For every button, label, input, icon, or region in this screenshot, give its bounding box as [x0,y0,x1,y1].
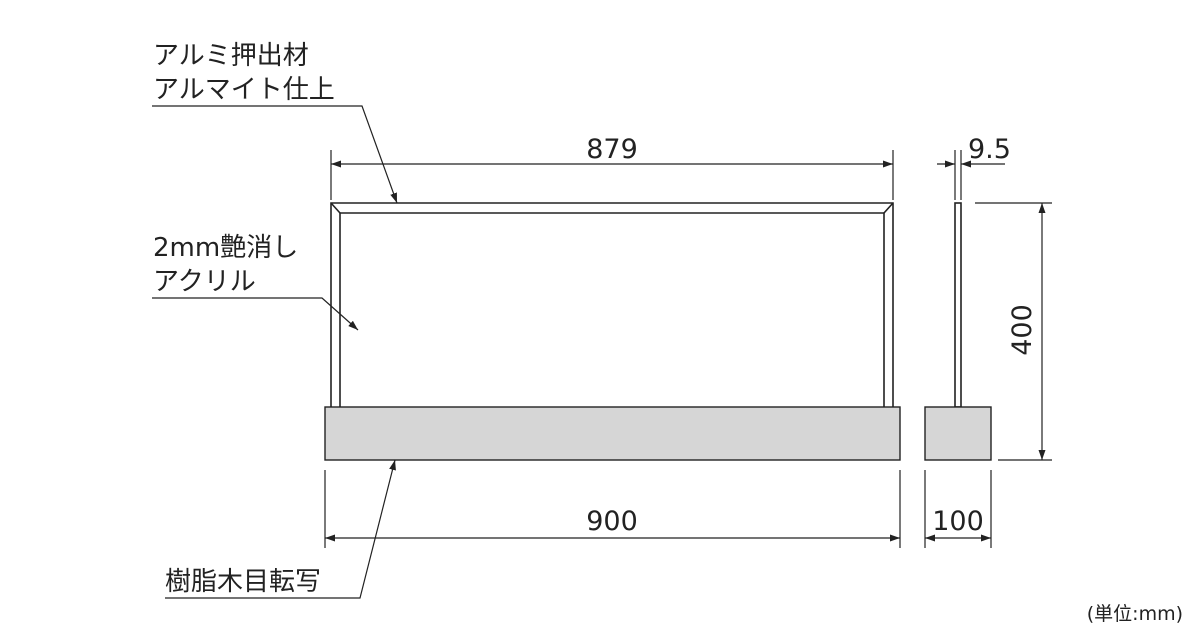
dim-400-label: 400 [1007,304,1038,356]
dim-9-5-label: 9.5 [968,134,1011,165]
acrylic-label-line1: 2mm艶消し [153,233,298,263]
base-front [324,406,901,461]
acrylic-leader [152,297,359,331]
dim-900-label: 900 [586,506,638,537]
unit-note: (単位:mm) [1087,603,1183,625]
frame-leader [152,105,398,204]
aluminium-frame [330,202,894,407]
acrylic-label-line2: アクリル [153,267,256,297]
front-view [324,202,901,461]
base-side [924,406,992,461]
dimension-lines [324,150,1052,548]
leader-lines [152,105,398,599]
side-view [924,202,992,461]
panel-side [954,202,962,408]
base-label: 樹脂木目転写 [165,567,321,597]
frame-label-line2: アルマイト仕上 [153,75,335,105]
frame-label-line1: アルミ押出材 [153,41,309,71]
dim-879-label: 879 [586,134,638,165]
dim-100-label: 100 [932,506,984,537]
base-leader [165,459,396,599]
